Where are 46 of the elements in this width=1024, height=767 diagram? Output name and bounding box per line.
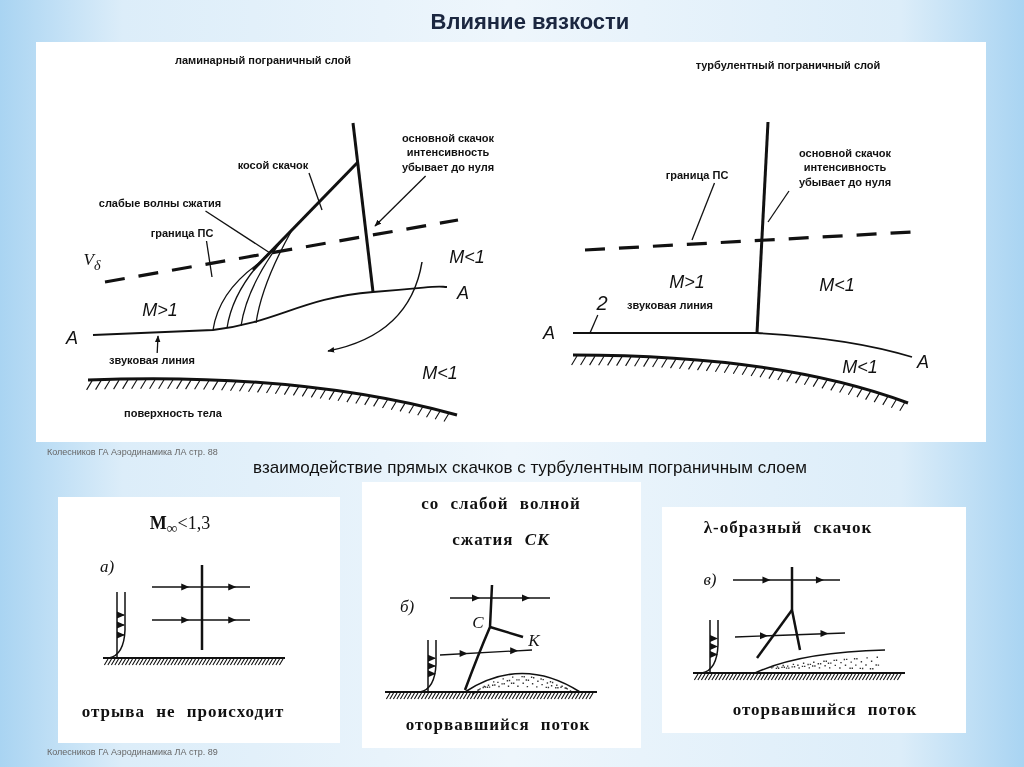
region-label: M>1 — [142, 299, 178, 321]
panel-heading: ламинарный пограничный слой — [174, 54, 352, 66]
figure-label: б) — [399, 597, 415, 617]
condition-label: M$_{∞}$<1,3 — [149, 512, 211, 538]
annotation-label: звуковая линия — [100, 352, 204, 368]
point-label: K — [528, 631, 540, 651]
figure-caption: оторвавшийся поток — [732, 700, 918, 720]
region-label: M<1 — [422, 362, 458, 384]
line-label: A — [543, 322, 555, 344]
panel-heading: турбулентный пограничный слой — [695, 59, 881, 71]
title: Влияние вязкости — [430, 9, 630, 35]
line-label: звуковая линия — [627, 299, 713, 311]
region-label: M>1 — [669, 271, 705, 293]
region-label: M<1 — [449, 246, 485, 268]
symbol-label: V$_{δ}$ — [83, 250, 101, 274]
figure-label: а) — [99, 557, 115, 577]
figure-caption: отрыва не происходит — [81, 702, 285, 722]
source-note: Колесников ГА Аэродинамика ЛА стр. 88 — [47, 447, 218, 457]
leader-line — [308, 172, 323, 211]
annotation-label: граница ПС — [662, 167, 732, 183]
section-heading: взаимодействие прямых скачков с турбулентным пограничным слоем — [253, 458, 807, 478]
annotation-label: основной скачок интенсивность убывает до нуля — [789, 145, 901, 191]
line-label: A — [917, 351, 929, 373]
figure-caption: со слабой волной сжатия СК — [420, 493, 582, 551]
region-label: M<1 — [842, 356, 878, 378]
annotation-label: слабые волны сжатия — [95, 195, 225, 211]
figure-caption: оторвавшийся поток — [405, 715, 591, 735]
leader-line — [691, 182, 716, 241]
figure-label: в) — [703, 570, 717, 590]
leader-line — [767, 190, 790, 223]
figure-caption: λ-образный скачок — [703, 518, 873, 538]
point-label: C — [472, 613, 484, 633]
leader-line — [204, 210, 271, 254]
leader-arrow — [374, 175, 427, 227]
region-label: M<1 — [819, 274, 855, 296]
annotation-label: косой скачок — [228, 157, 318, 173]
leader-line — [589, 314, 599, 334]
surface-label: поверхность тела — [124, 407, 222, 419]
callout-number: 2 — [595, 291, 609, 315]
annotation-label: основной скачок интенсивность убывает до нуля — [392, 130, 504, 176]
source-note: Колесников ГА Аэродинамика ЛА стр. 89 — [47, 747, 218, 757]
leader-arrow — [154, 335, 161, 354]
line-label: A — [66, 327, 78, 349]
annotation-label: граница ПС — [147, 225, 217, 241]
leader-line — [205, 240, 213, 278]
line-label: A — [457, 282, 469, 304]
